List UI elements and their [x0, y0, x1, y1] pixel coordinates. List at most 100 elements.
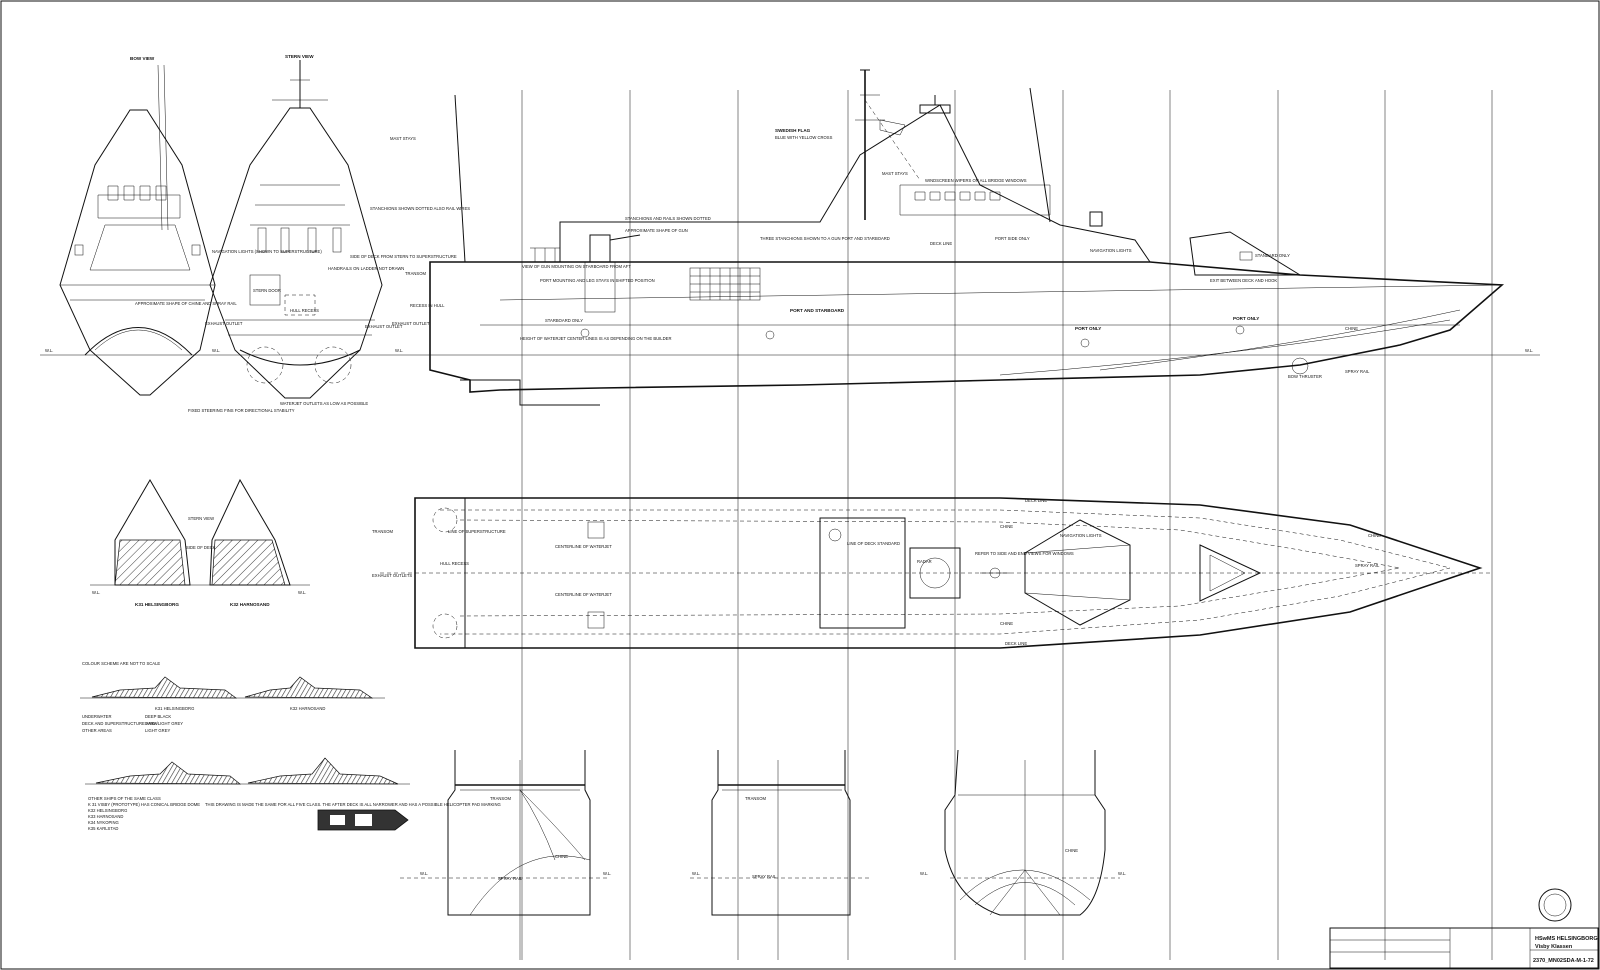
label-mast-stays-side: MAST STAYS [882, 171, 908, 176]
label-other-ship4: K34 NYKOPING [88, 820, 119, 825]
label-radar: RADAR [917, 559, 932, 564]
label-approx-chine: APPROXIMATE SHAPE OF CHINE AND SPRAY RAI… [135, 301, 237, 306]
label-port-side-only: PORT SIDE ONLY [995, 236, 1030, 241]
label-colour-deck-val: DARK/LIGHT GREY [145, 721, 183, 726]
label-transom-sec-a: TRANSOM [490, 796, 511, 801]
label-windscreen: WINDSCREEN WIPERS ON ALL BRIDGE WINDOWS [925, 178, 1027, 183]
label-view-gun: VIEW OF GUN MOUNTING ON STARBOARD FROM A… [522, 264, 631, 269]
label-ship2-colour: K32 HARNOSAND [290, 706, 325, 711]
label-transom-sec-b: TRANSOM [745, 796, 766, 801]
wl-label-2: W.L. [212, 348, 220, 353]
title-block-class: Visby Klassen [1535, 944, 1573, 950]
label-ship1: K31 HELSINGBORG [135, 602, 179, 607]
label-deck-line: DECK LINE [930, 241, 952, 246]
label-exhaust-outlet-stern: EXHAUST OUTLET [365, 324, 403, 329]
label-transom-side: TRANSOM [405, 271, 426, 276]
label-other-ship3: K33 HARNOSAND [88, 814, 123, 819]
label-standard-only: STANDARD ONLY [1255, 253, 1290, 258]
label-side-of-deck-sil: SIDE OF DECK [186, 545, 216, 550]
label-side-of-deck-stern: SIDE OF DECK FROM STERN TO SUPERSTRUCTUR… [350, 254, 457, 259]
label-spray-rail-side: SPRAY RAIL [1345, 369, 1370, 374]
label-refer-side: REFER TO SIDE AND END VIEWS FOR WINDOWS [975, 551, 1074, 556]
label-spray-rail-sec-a: SPRAY RAIL [498, 876, 523, 881]
wl-label-sec-a-2: W.L. [603, 871, 611, 876]
label-waterjets: WATERJET OUTLETS AS LOW AS POSSIBLE [280, 401, 368, 406]
title-block-ship: HSwMS HELSINGBORG [1535, 936, 1598, 942]
label-swedish-flag: SWEDISH FLAG [775, 128, 811, 133]
label-mast-stays: MAST STAYS [390, 136, 416, 141]
label-stanchions-aft: STANCHIONS SHOWN DOTTED ALSO RAIL WIRES [370, 206, 470, 211]
label-port-only-1: PORT ONLY [1075, 326, 1101, 331]
label-same-note: THIS DRAWING IS MADE THE SAME FOR ALL FI… [205, 802, 501, 807]
label-other-ship1: K 31 VISBY (PROTOTYPE) HAS CONICAL BRIDG… [88, 802, 200, 807]
label-chine-plan-2: CHINE [1000, 621, 1013, 626]
label-colour-schemes: COLOUR SCHEME ARE NOT TO SCALE [82, 661, 160, 666]
label-port-starboard: PORT AND STARBOARD [790, 308, 845, 313]
label-exhaust-outlet-bow: EXHAUST OUTLET [205, 321, 243, 326]
label-colour-underwater-val: DEEP BLACK [145, 714, 171, 719]
bow-view: BOW VIEW NAVIGATION LIGHTS (SHOWN TO SUP… [59, 56, 322, 413]
label-swedish-flag-sub: BLUE WITH YELLOW CROSS [775, 135, 833, 140]
label-starboard-only: STARBOARD ONLY [545, 318, 583, 323]
side-grille [689, 267, 761, 301]
section-view-a: W.L. W.L. TRANSOM CHINE SPRAY RAIL [400, 750, 611, 960]
title-block-seal [1538, 888, 1572, 922]
wl-label-sec-b: W.L. [692, 871, 700, 876]
label-ship2: K32 HARNOSAND [230, 602, 270, 607]
label-chine-plan-1: CHINE [1000, 524, 1013, 529]
label-other-ships: OTHER SHIPS OF THE SAME CLASS [88, 796, 161, 801]
label-stern-door: STERN DOOR [253, 288, 281, 293]
label-spray-rail-plan: SPRAY RAIL [1355, 563, 1380, 568]
label-exhaust-plan: EXHAUST OUTLETS [372, 573, 412, 578]
title-block-drawing-no: 2370_MN02SDA-M-1-72 [1533, 958, 1594, 964]
colour-scheme: COLOUR SCHEME ARE NOT TO SCALE K31 HELSI… [80, 661, 501, 831]
label-colour-other-val: LIGHT GREY [145, 728, 170, 733]
label-fixed-fins: FIXED STEERING FINS FOR DIRECTIONAL STAB… [188, 408, 295, 413]
wl-label-sil-2: W.L. [298, 590, 306, 595]
label-deck-line-plan-2: DECK LINE [1005, 641, 1027, 646]
wl-label-sec-c-2: W.L. [1118, 871, 1126, 876]
section-view-b: W.L. TRANSOM SPRAY RAIL [690, 750, 870, 960]
title-block: HSwMS HELSINGBORG Visby Klassen 2370_MN0… [1329, 888, 1599, 969]
wl-label-4: W.L. [1525, 348, 1533, 353]
label-exit-detail: EXIT BETWEEN DECK AND HOOK [1210, 278, 1277, 283]
label-ship1-colour: K31 HELSINGBORG [155, 706, 194, 711]
section-view-c: W.L. W.L. CHINE [920, 749, 1126, 960]
label-nav-lights-plan: NAVIGATION LIGHTS [1060, 533, 1102, 538]
label-other-ship5: K35 KARLSTAD [88, 826, 118, 831]
label-stern-view-sil: STERN VIEW [188, 516, 214, 521]
label-colour-deck: DECK AND SUPERSTRUCTURE AREA [82, 721, 157, 726]
label-centreline-2: CENTERLINE OF WATERJET [555, 592, 612, 597]
label-three-stanchions: THREE STANCHIONS SHOWN TO A GUN PORT AND… [760, 236, 890, 241]
silhouettes: W.L. W.L. STERN VIEW SIDE OF DECK K31 HE… [90, 478, 310, 607]
wl-label-sil-1: W.L. [92, 590, 100, 595]
label-chine-sec-a: CHINE [555, 854, 568, 859]
label-chine-plan-3: CHINE [1368, 533, 1381, 538]
label-hull-recess-plan: HULL RECESS [440, 561, 469, 566]
label-line-superstructure: LINE OF SUPERSTRUCTURE [448, 529, 506, 534]
stern-view-title: STERN VIEW [285, 54, 314, 59]
label-exhaust-side: EXHAUST OUTLET [392, 321, 430, 326]
label-handrails: HANDRAILS ON LADDER NOT DRAWN [328, 266, 404, 271]
label-recess-hull-stern: HULL RECESS [290, 308, 319, 313]
label-nav-lights-bow: NAVIGATION LIGHTS (SHOWN TO SUPERSTRUCTU… [212, 249, 322, 254]
label-other-ship2: K32 HELSINGBORG [88, 808, 127, 813]
label-chine-side: CHINE [1345, 326, 1358, 331]
label-spray-rail-sec-b: SPRAY RAIL [752, 874, 777, 879]
label-port-mounting: PORT MOUNTING AND LEG STAYS IN SHIFTED P… [540, 278, 655, 283]
label-colour-other: OTHER AREAS [82, 728, 112, 733]
plan-view: TRANSOM EXHAUST OUTLETS LINE OF SUPERSTR… [372, 497, 1490, 649]
wl-label-sec-a-1: W.L. [420, 871, 428, 876]
label-deck-line-plan-1: DECK LINE [1025, 498, 1047, 503]
wl-label-sec-c-1: W.L. [920, 871, 928, 876]
stern-view: STERN VIEW MAST STAYS STANCHIONS SHOWN D… [209, 54, 470, 406]
label-port-only-2: PORT ONLY [1233, 316, 1259, 321]
side-profile: SWEDISH FLAG BLUE WITH YELLOW CROSS MAST… [392, 69, 1505, 960]
label-centreline-1: CENTERLINE OF WATERJET [555, 544, 612, 549]
label-colour-underwater: UNDERWATER [82, 714, 111, 719]
bow-view-title: BOW VIEW [130, 56, 155, 61]
label-approx-gun: APPROXIMATE SHAPE OF GUN [625, 228, 688, 233]
label-bow-thruster: BOW THRUSTER [1288, 374, 1322, 379]
